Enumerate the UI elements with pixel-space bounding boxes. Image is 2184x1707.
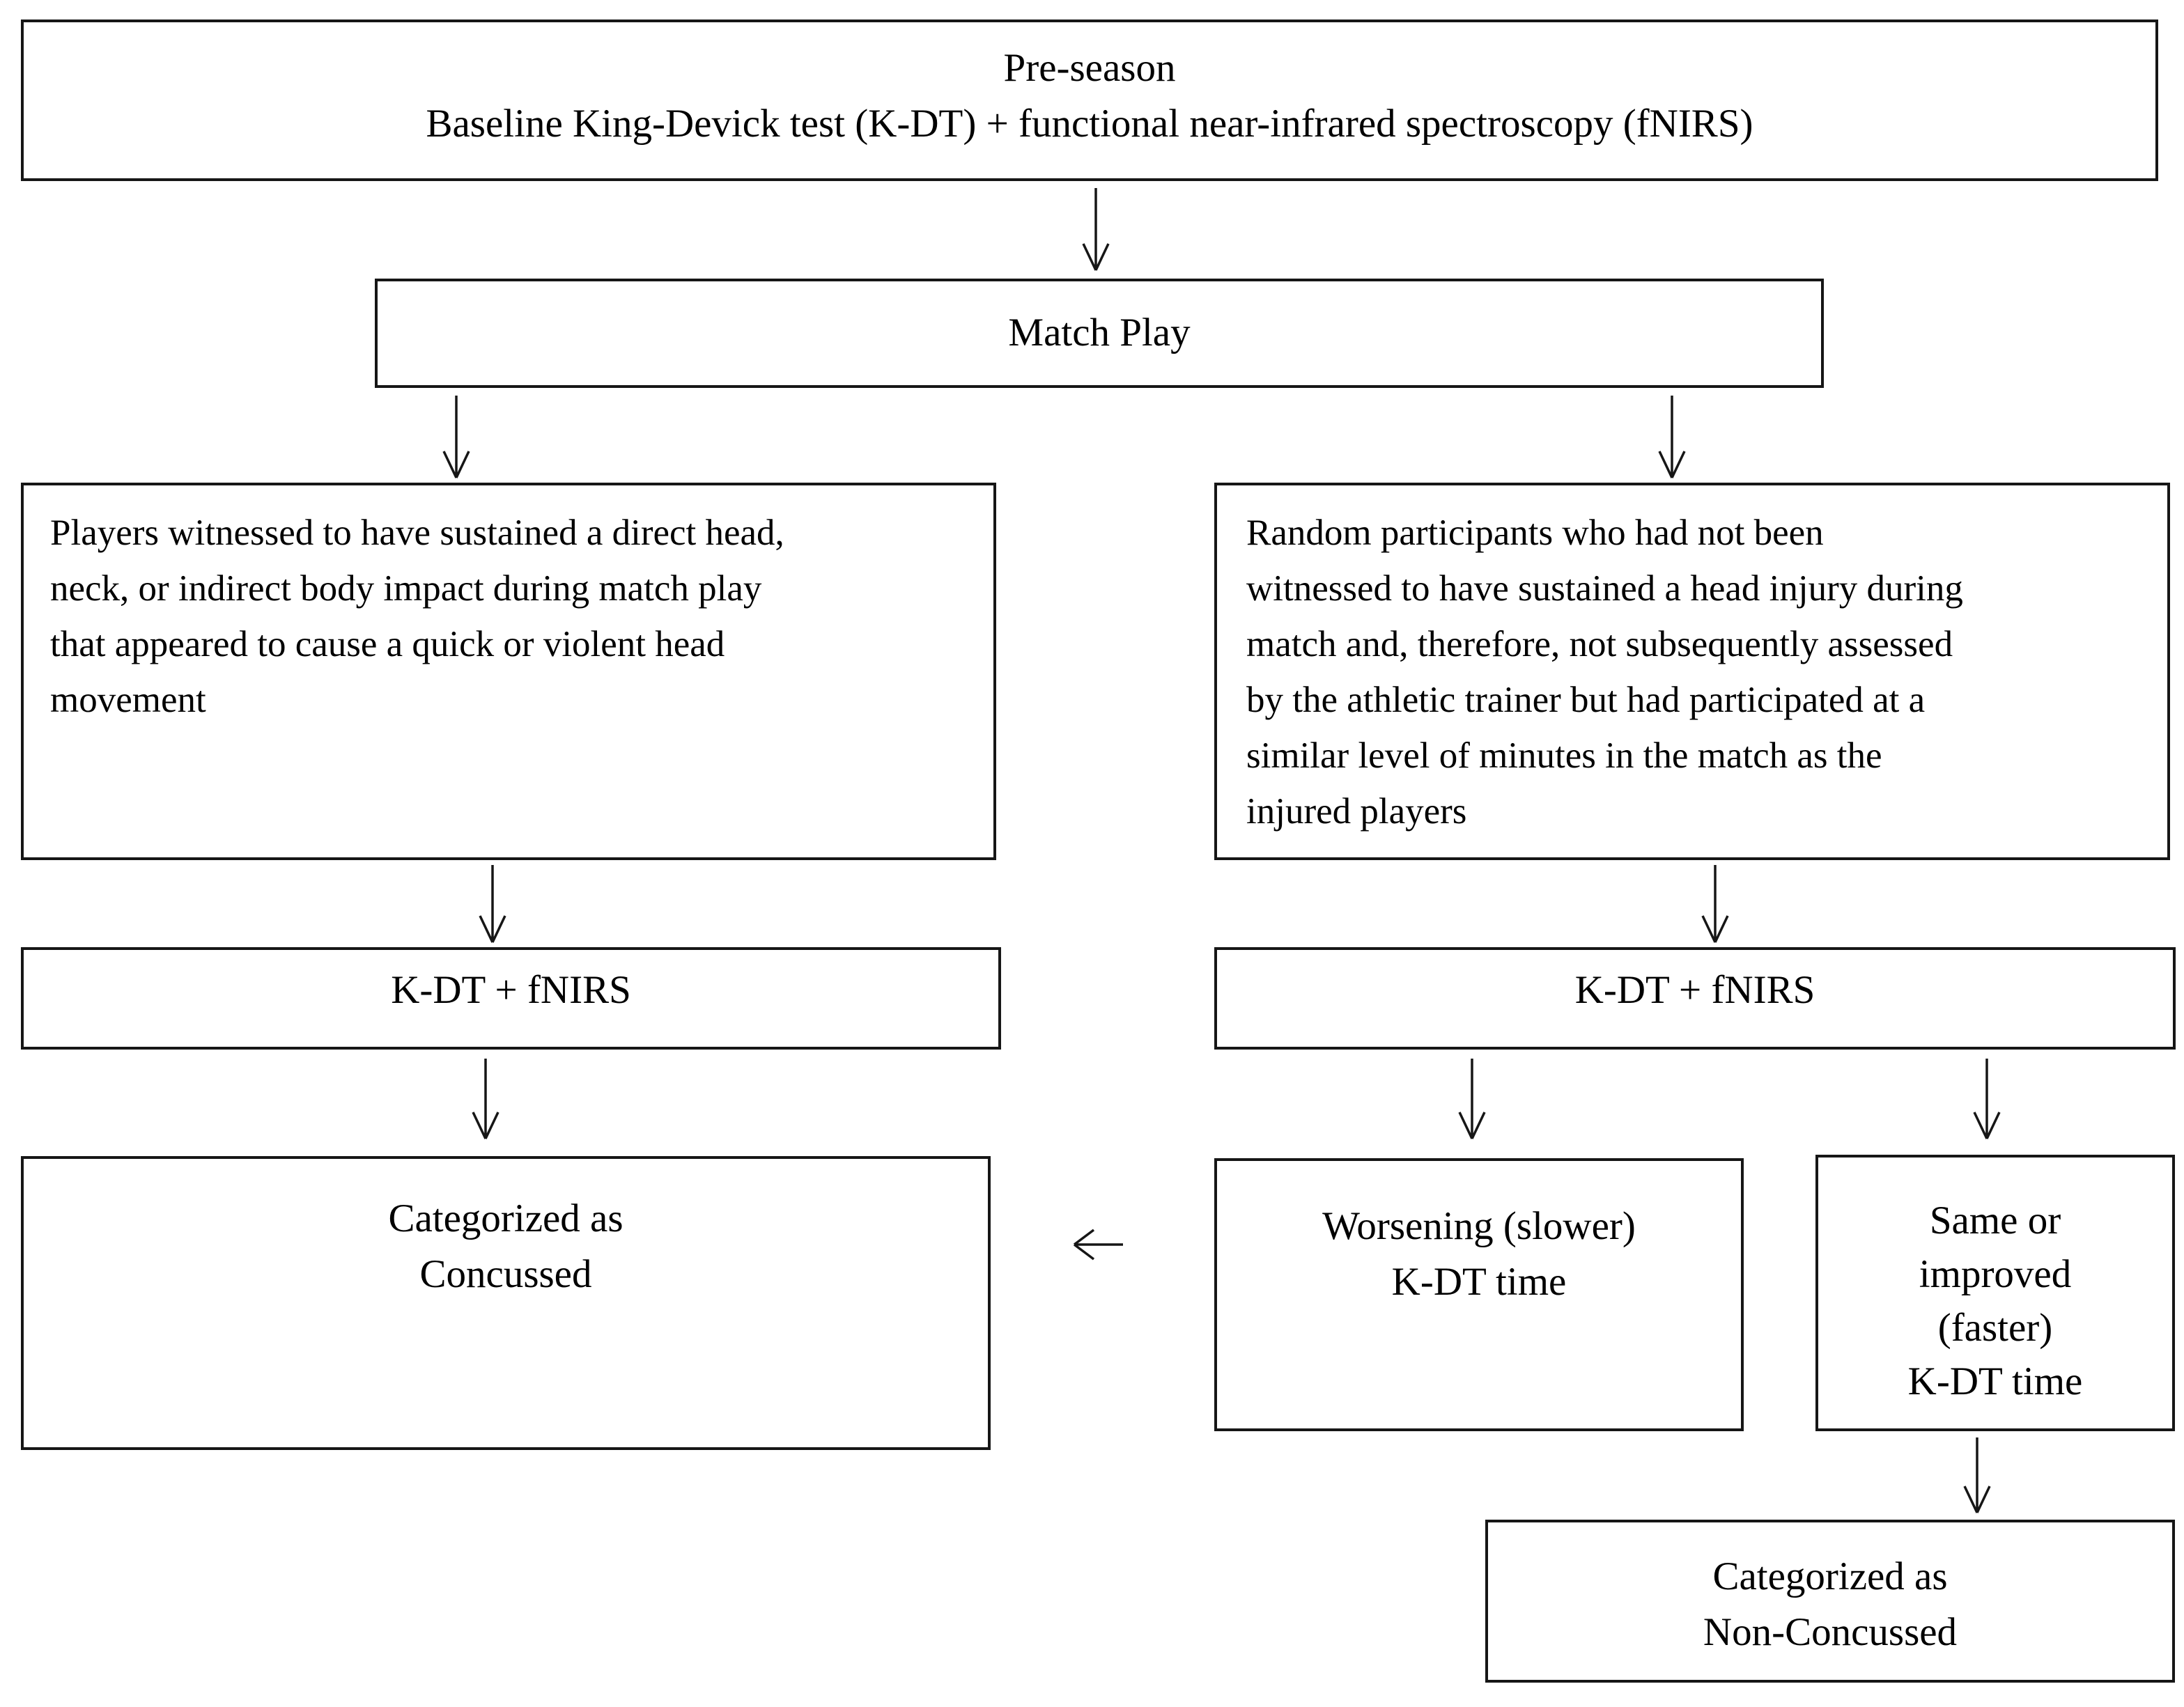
control-criteria-line: similar level of minutes in the match as…	[1246, 735, 1882, 776]
concussed-line: Concussed	[419, 1252, 592, 1296]
control-criteria-line: match and, therefore, not subsequently a…	[1246, 624, 1953, 664]
worsening-kdt-time-box: Worsening (slower) K-DT time	[1214, 1158, 1744, 1431]
match-play-box: Match Play	[375, 279, 1824, 388]
left-arrow-icon	[1071, 1224, 1126, 1265]
control-criteria-line: Random participants who had not been	[1246, 513, 1824, 553]
down-arrow-icon	[1694, 864, 1736, 946]
injured-criteria-line: that appeared to cause a quick or violen…	[50, 624, 725, 664]
down-arrow-icon	[435, 394, 477, 481]
injured-criteria-line: movement	[50, 680, 206, 720]
down-arrow-icon	[472, 864, 513, 946]
non-concussed-category-box: Categorized as Non-Concussed	[1485, 1520, 2175, 1683]
worsening-line: Worsening (slower)	[1322, 1204, 1636, 1248]
kdt-fnirs-label: K-DT + fNIRS	[391, 968, 631, 1012]
non-concussed-line: Categorized as	[1712, 1554, 1948, 1598]
control-participants-criteria-box: Random participants who had not been wit…	[1214, 483, 2170, 860]
same-improved-line: (faster)	[1937, 1306, 2053, 1350]
control-criteria-line: injured players	[1246, 791, 1467, 832]
control-criteria-line: by the athletic trainer but had particip…	[1246, 680, 1926, 720]
injured-players-criteria-box: Players witnessed to have sustained a di…	[21, 483, 996, 860]
preseason-detail: Baseline King-Devick test (K-DT) + funct…	[426, 102, 1753, 146]
preseason-baseline-box: Pre-season Baseline King-Devick test (K-…	[21, 20, 2158, 181]
concussed-category-box: Categorized as Concussed	[21, 1156, 991, 1450]
same-improved-line: Same or	[1929, 1199, 2061, 1242]
non-concussed-line: Non-Concussed	[1703, 1610, 1958, 1654]
same-improved-kdt-time-box: Same or improved (faster) K-DT time	[1815, 1155, 2175, 1431]
concussed-line: Categorized as	[388, 1197, 624, 1240]
down-arrow-icon	[1651, 394, 1693, 481]
kdt-fnirs-label: K-DT + fNIRS	[1574, 968, 1815, 1012]
injured-criteria-line: neck, or indirect body impact during mat…	[50, 568, 762, 609]
match-play-label: Match Play	[1008, 311, 1191, 354]
down-arrow-icon	[1966, 1057, 2008, 1142]
preseason-title: Pre-season	[1003, 46, 1176, 90]
down-arrow-icon	[1956, 1436, 1998, 1516]
down-arrow-icon	[1451, 1057, 1493, 1142]
control-criteria-line: witnessed to have sustained a head injur…	[1246, 568, 1963, 609]
same-improved-line: improved	[1919, 1252, 2072, 1296]
kdt-fnirs-right-box: K-DT + fNIRS	[1214, 947, 2176, 1050]
kdt-fnirs-left-box: K-DT + fNIRS	[21, 947, 1001, 1050]
worsening-line: K-DT time	[1391, 1260, 1567, 1304]
injured-criteria-line: Players witnessed to have sustained a di…	[50, 513, 784, 553]
down-arrow-icon	[1075, 187, 1117, 274]
down-arrow-icon	[465, 1057, 506, 1142]
same-improved-line: K-DT time	[1907, 1359, 2083, 1403]
